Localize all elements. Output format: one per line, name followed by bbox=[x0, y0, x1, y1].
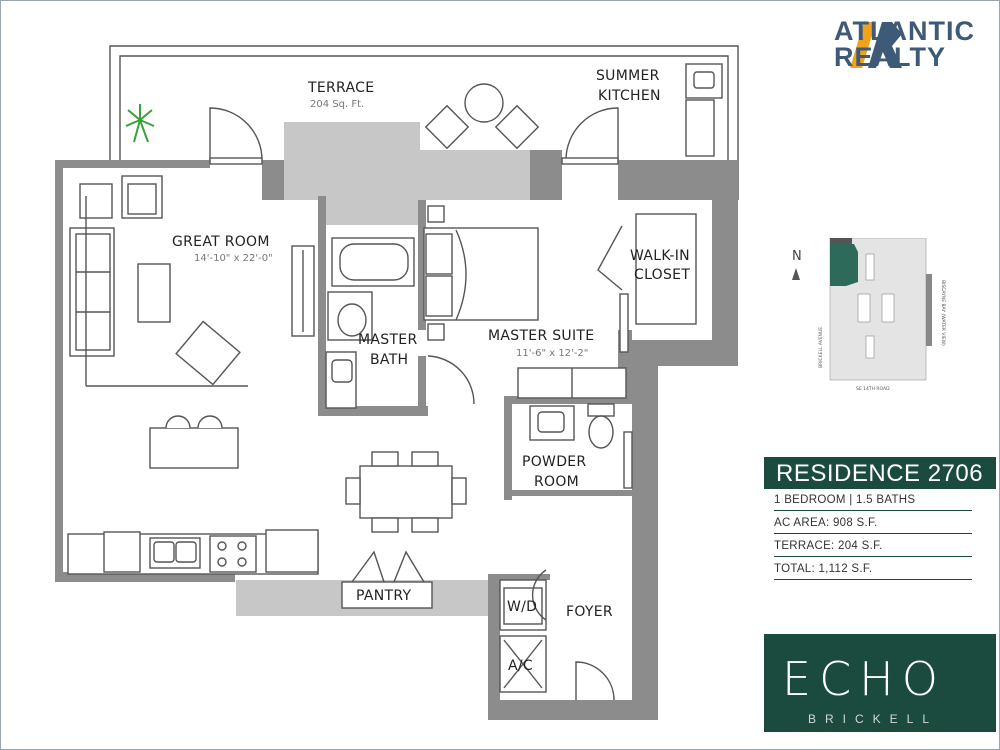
label-summer-2: KITCHEN bbox=[598, 88, 661, 104]
dining-set bbox=[345, 451, 467, 533]
residence-row-total: TOTAL: 1,112 S.F. bbox=[774, 563, 972, 580]
terrace-railing bbox=[109, 45, 739, 200]
terrace-table-set bbox=[424, 83, 540, 150]
residence-title-box bbox=[764, 457, 996, 489]
brand-line-1: ATLANTIC bbox=[834, 16, 975, 46]
laundry-closet bbox=[499, 569, 547, 693]
north-arrow-icon bbox=[792, 268, 800, 280]
brand-line-2: REALTY bbox=[834, 42, 946, 72]
floor-plan: TERRACE 204 Sq. Ft. SUMMER KITCHEN GREAT… bbox=[55, 45, 739, 720]
echo-brickell-logo bbox=[764, 634, 996, 732]
echo-subtitle: BRICKELL bbox=[808, 712, 939, 726]
north-label: N bbox=[792, 249, 802, 264]
summer-kitchen-fixtures bbox=[685, 63, 723, 157]
label-master-suite: MASTER SUITE bbox=[488, 328, 594, 344]
label-powder-2: ROOM bbox=[534, 474, 579, 490]
label-bath-1: MASTER bbox=[358, 332, 417, 348]
label-summer-1: SUMMER bbox=[596, 68, 660, 84]
label-terrace-area: 204 Sq. Ft. bbox=[310, 99, 364, 110]
residence-title: RESIDENCE 2706 bbox=[776, 460, 984, 487]
key-plan: N 14TH LANE SE 14TH ROAD BRICKELL AVENUE… bbox=[792, 238, 946, 392]
label-terrace: TERRACE bbox=[307, 80, 374, 96]
label-walkin-1: WALK-IN bbox=[630, 248, 690, 264]
label-master-suite-dims: 11'-6" x 12'-2" bbox=[516, 348, 588, 359]
plant-icon bbox=[125, 104, 155, 143]
label-powder-1: POWDER bbox=[522, 454, 586, 470]
residence-row-bedrooms: 1 BEDROOM | 1.5 BATHS bbox=[774, 494, 972, 511]
label-ac: A/C bbox=[508, 658, 533, 674]
great-room-furniture bbox=[69, 175, 315, 469]
walk-in-closet bbox=[597, 213, 697, 353]
kitchen-counter bbox=[67, 529, 319, 575]
unit-highlight bbox=[830, 244, 858, 286]
label-bath-2: BATH bbox=[370, 352, 408, 368]
brand-name: ATLANTIC REALTY bbox=[834, 16, 975, 72]
bedroom-bench bbox=[517, 367, 627, 399]
pantry-doors bbox=[351, 550, 425, 583]
label-walkin-2: CLOSET bbox=[634, 267, 690, 283]
label-foyer: FOYER bbox=[566, 604, 613, 620]
label-great-room: GREAT ROOM bbox=[172, 234, 270, 250]
echo-wordmark: ECHO bbox=[782, 652, 946, 706]
residence-row-terrace: TERRACE: 204 S.F. bbox=[774, 540, 972, 557]
master-bath-fixtures bbox=[325, 237, 415, 409]
atlantic-realty-logo-icon bbox=[850, 22, 902, 68]
powder-room-fixtures bbox=[529, 403, 633, 489]
residence-row-ac-area: AC AREA: 908 S.F. bbox=[774, 517, 972, 534]
entry-door bbox=[575, 661, 615, 701]
terrace-doors bbox=[209, 107, 619, 165]
label-wd: W/D bbox=[507, 599, 537, 615]
label-pantry: PANTRY bbox=[356, 588, 411, 604]
bedroom-door bbox=[427, 355, 475, 405]
label-great-room-dims: 14'-10" x 22'-0" bbox=[194, 253, 273, 264]
key-right-street: BISCAYNE BAY (WATER VIEW) bbox=[940, 280, 946, 346]
walls bbox=[55, 150, 738, 720]
key-left-street: BRICKELL AVENUE bbox=[818, 327, 824, 368]
master-bed bbox=[423, 205, 539, 341]
key-bottom-street: SE 14TH ROAD bbox=[856, 386, 890, 392]
pantry-label-box bbox=[341, 581, 433, 609]
